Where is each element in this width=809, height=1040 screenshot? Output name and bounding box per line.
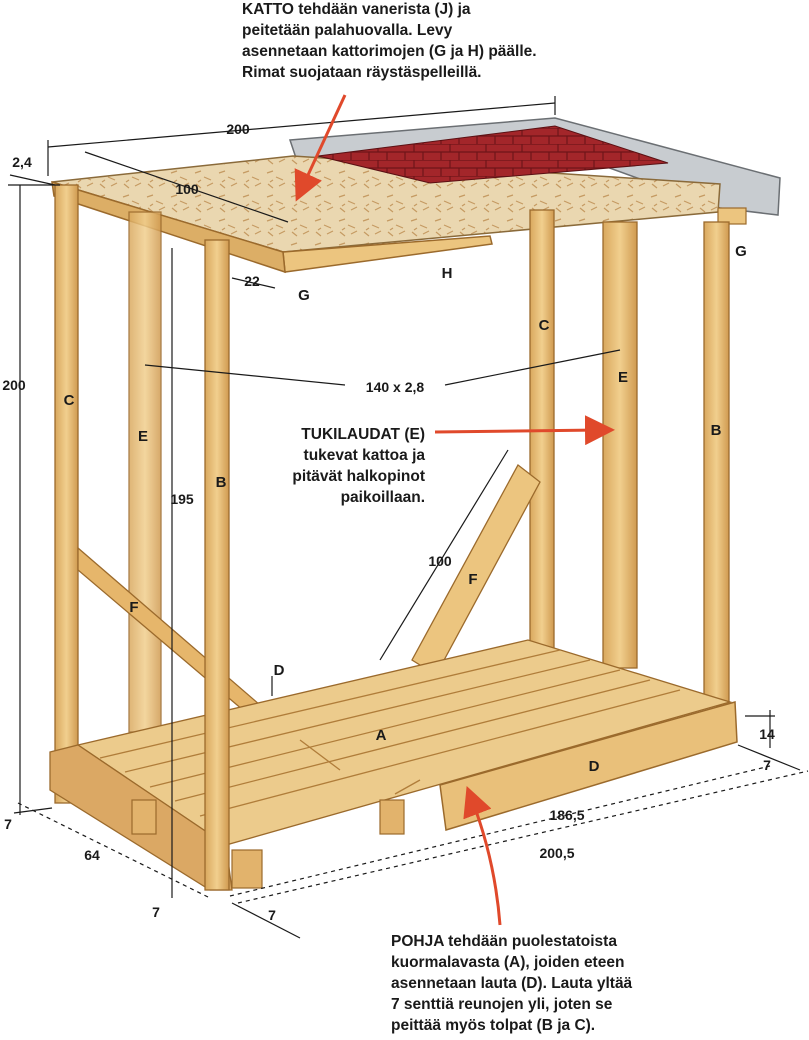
roof-callout-arrow	[294, 94, 347, 202]
dim-rafter-offset: 22	[244, 273, 260, 289]
post-b-front	[204, 239, 230, 891]
dim-pallet-height: 14	[759, 726, 775, 742]
part-label-f-left: F	[129, 599, 138, 616]
dim-base-width-inner: 186,5	[549, 807, 584, 823]
part-label-f-middle: F	[468, 571, 477, 588]
dim-roof-width: 200	[226, 121, 250, 137]
part-label-h: H	[442, 265, 453, 282]
part-label-b-right: B	[711, 422, 722, 439]
part-label-c-back: C	[539, 317, 550, 334]
support-board-e-left	[128, 211, 162, 733]
post-c-left	[54, 184, 79, 804]
dim-inner-height: 195	[170, 491, 194, 507]
callout-arrows	[294, 94, 615, 926]
support-callout-arrow	[434, 415, 615, 446]
support-boards-note: TUKILAUDAT (E) tukevat kattoa ja pitävät…	[292, 426, 425, 506]
pallet-block-1	[131, 799, 157, 835]
pallet-block-2	[379, 799, 405, 835]
rafter-g-right	[717, 207, 747, 225]
roof-note: KATTO tehdään vanerista (J) ja peitetään…	[242, 1, 537, 81]
dim-total-height: 200	[2, 377, 26, 393]
dim-roof-depth: 100	[175, 181, 199, 197]
base-callout-arrow	[463, 785, 502, 926]
dim-side-offset: 7	[763, 757, 771, 773]
pallet-block-3	[231, 849, 263, 889]
part-label-g-left: G	[298, 287, 310, 304]
brace-f-left	[77, 546, 261, 717]
support-board-e-right	[602, 221, 638, 669]
part-label-d-left: D	[274, 662, 285, 679]
dimension-lines	[8, 96, 809, 939]
left-side	[54, 184, 541, 804]
dim-front-offset-bottom: 7	[152, 904, 160, 920]
dim-base-depth: 64	[84, 847, 100, 863]
part-label-g-right: G	[735, 243, 747, 260]
part-labels: A B B C C D D E E F F G G H	[64, 243, 747, 775]
back-posts	[529, 209, 730, 707]
front-posts	[204, 239, 230, 891]
post-b-right	[703, 221, 730, 707]
dim-brace-length: 100	[428, 553, 452, 569]
part-label-a: A	[376, 727, 387, 744]
dim-board-size: 140 x 2,8	[366, 379, 425, 395]
part-label-e-right: E	[618, 369, 628, 386]
base-note: POHJA tehdään puolestatoista kuormalavas…	[391, 933, 633, 1034]
part-label-e-left: E	[138, 428, 148, 445]
part-label-d-front: D	[589, 758, 600, 775]
dimension-labels: 200 2,4 100 22 200 140 x 2,8 195 100 14 …	[2, 121, 775, 923]
dim-roof-overhang: 2,4	[12, 154, 32, 170]
front-board-d	[439, 701, 738, 831]
dim-front-offset-left: 7	[4, 816, 12, 832]
part-label-c-left: C	[64, 392, 75, 409]
roof-felt-shingles	[317, 125, 669, 184]
part-label-b-front: B	[216, 474, 227, 491]
dim-corner-offset: 7	[268, 907, 276, 923]
dim-base-width-total: 200,5	[539, 845, 574, 861]
pallet-base	[49, 639, 738, 891]
